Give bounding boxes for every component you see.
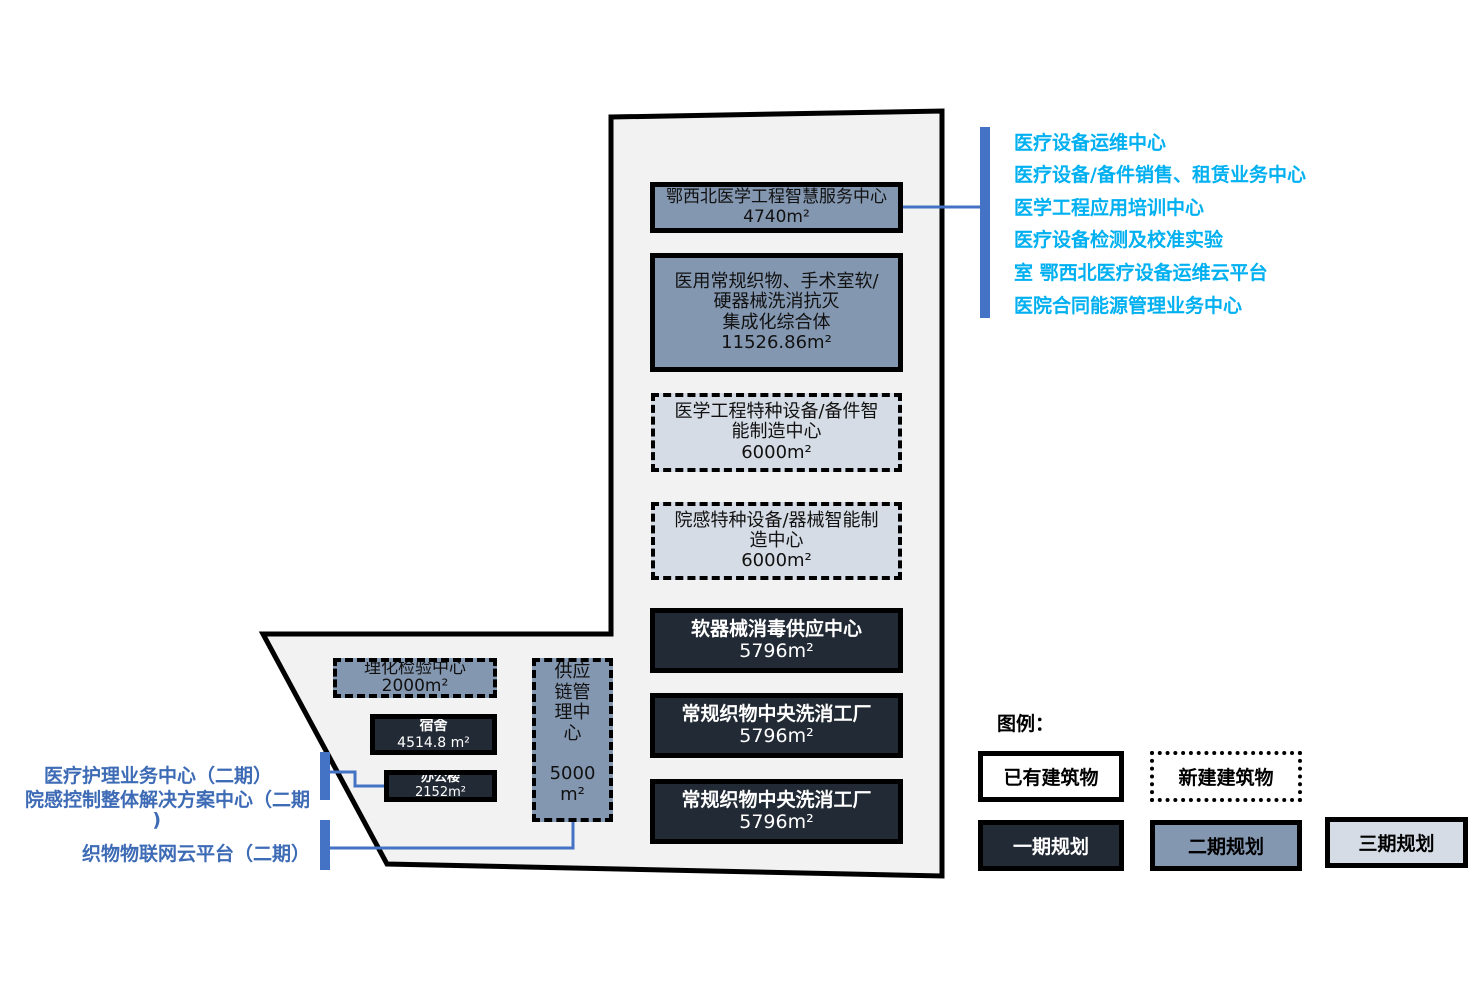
- legend-label: 已有建筑物: [1003, 767, 1099, 789]
- building-office: 办公楼 2152m²: [384, 770, 497, 802]
- building-label: 常规织物中央洗消工厂: [681, 789, 872, 812]
- bracket-right: [980, 127, 990, 318]
- building-label: 心: [563, 722, 582, 744]
- building-area: 4514.8 m²: [397, 734, 470, 751]
- building-area: 11526.86m²: [721, 331, 832, 353]
- bracket-left-bottom: [320, 820, 330, 870]
- building-label: 理化检验中心: [364, 658, 466, 679]
- legend-new-building: 新建建筑物: [1150, 751, 1302, 802]
- building-infection-equipment-manufacturing: 院感特种设备/器械智能制 造中心 6000m²: [651, 502, 902, 580]
- building-label: 供应: [554, 661, 591, 682]
- building-area: 2000m²: [381, 676, 449, 696]
- legend-existing-building: 已有建筑物: [978, 751, 1124, 802]
- building-area: 6000m²: [741, 550, 812, 572]
- legend-phase-2: 二期规划: [1150, 820, 1302, 871]
- service-item: 医学工程应用培训中心: [1014, 197, 1205, 219]
- legend-label: 一期规划: [1012, 836, 1089, 858]
- building-label: 医用常规织物、手术室软/: [674, 271, 879, 293]
- building-label: 集成化综合体: [722, 311, 831, 333]
- building-label: 办公楼: [420, 770, 460, 786]
- building-laundry-factory-1: 常规织物中央洗消工厂 5796m²: [650, 693, 903, 758]
- left-service-item: 院感控制整体解决方案中心（二期: [24, 789, 310, 811]
- building-sterile-supply-center: 软器械消毒供应中心 5796m²: [650, 608, 903, 673]
- building-label: 鄂西北医学工程智慧服务中心4740m²: [666, 187, 887, 227]
- building-supply-chain-center: 供应 链管 理中 心 5000 m²: [532, 658, 613, 822]
- building-laundry-factory-2: 常规织物中央洗消工厂 5796m²: [650, 779, 903, 844]
- legend-label: 三期规划: [1358, 833, 1435, 855]
- building-area: 5796m²: [739, 810, 814, 833]
- connector-line-office: [330, 770, 387, 788]
- legend-phase-3: 三期规划: [1325, 817, 1468, 868]
- building-label: 院感特种设备/器械智能制: [674, 509, 879, 531]
- left-service-item: 织物物联网云平台（二期）: [81, 843, 310, 865]
- building-area: 6000m²: [741, 441, 812, 463]
- building-washing-complex: 医用常规织物、手术室软/ 硬器械洗消抗灭 集成化综合体 11526.86m²: [650, 253, 903, 372]
- building-label: 常规织物中央洗消工厂: [681, 703, 872, 726]
- building-area: 5796m²: [739, 639, 814, 662]
- service-item: 医院合同能源管理业务中心: [1014, 295, 1243, 317]
- building-label: 硬器械洗消抗灭: [713, 291, 840, 313]
- building-special-equipment-manufacturing: 医学工程特种设备/备件智 能制造中心 6000m²: [651, 393, 902, 472]
- legend-label: 二期规划: [1187, 836, 1264, 858]
- service-item: 医疗设备检测及校准实验: [1014, 229, 1224, 251]
- building-area: 5000: [549, 763, 596, 785]
- left-service-item: 医疗护理业务中心（二期）: [43, 765, 272, 787]
- building-area-unit: m²: [560, 783, 585, 805]
- legend-phase-1: 一期规划: [978, 820, 1124, 871]
- bracket-left-top: [320, 752, 330, 800]
- building-dormitory: 宿舍 4514.8 m²: [370, 714, 497, 755]
- legend-label: 新建建筑物: [1178, 767, 1274, 789]
- left-service-item: ): [152, 809, 161, 831]
- service-item: 室 鄂西北医疗设备运维云平台: [1014, 262, 1268, 284]
- building-label: 造中心: [749, 529, 804, 551]
- service-item: 医疗设备运维中心: [1014, 132, 1167, 154]
- building-label: 宿舍: [419, 717, 448, 734]
- building-area: 2152m²: [415, 785, 466, 800]
- service-item: 医疗设备/备件销售、租赁业务中心: [1014, 164, 1306, 186]
- building-label: 链管: [554, 681, 591, 703]
- legend-title: 图例：: [997, 713, 1055, 735]
- building-label: 医学工程特种设备/备件智: [674, 401, 879, 423]
- building-lab-center: 理化检验中心 2000m²: [333, 658, 497, 698]
- building-area: 5796m²: [739, 724, 814, 747]
- building-medical-engineering-service: 鄂西北医学工程智慧服务中心4740m²: [650, 182, 903, 233]
- building-label: 软器械消毒供应中心: [690, 618, 862, 641]
- building-label: 理中: [554, 702, 591, 724]
- connector-line-supply: [330, 822, 575, 850]
- building-label: 能制造中心: [731, 421, 822, 443]
